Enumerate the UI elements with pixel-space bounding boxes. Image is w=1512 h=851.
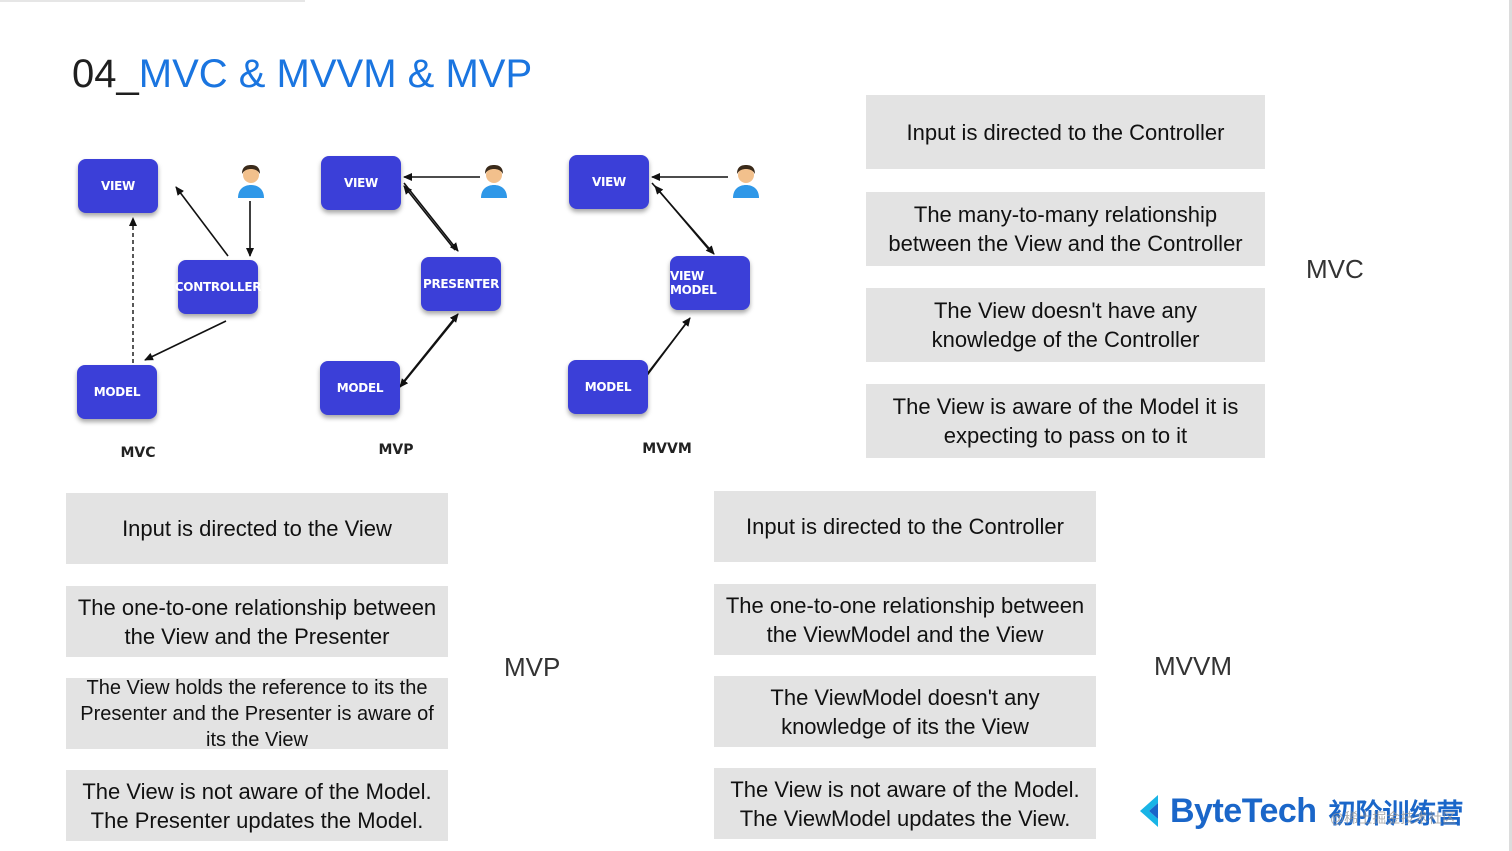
- bytetech-logo-icon: [1140, 795, 1158, 827]
- mvvm-point-1: Input is directed to the Controller: [714, 491, 1096, 562]
- mvc-point-3: The View doesn't have any knowledge of th…: [866, 288, 1265, 362]
- mvvm-view-node: VIEW: [569, 155, 649, 209]
- mvvm-point-2-line-2: the ViewModel and the View: [766, 621, 1044, 647]
- mvp-arrow-model-to-presenter: [399, 313, 459, 387]
- mvc-point-4: The View is aware of the Model it is expe…: [866, 384, 1265, 458]
- mvvm-point-3-line-1: The ViewModel doesn't any: [770, 684, 1040, 710]
- mvc-point-3-line-2: knowledge of the Controller: [931, 327, 1200, 352]
- brand-subtitle: 初阶训练营: [1328, 798, 1464, 830]
- mvp-arrow-presenter-to-view: [403, 185, 456, 251]
- right-edge: [1509, 0, 1512, 851]
- mvvm-viewmodel-node: VIEW MODEL: [670, 256, 750, 310]
- mvvm-point-3: The ViewModel doesn't any knowledge of it…: [714, 676, 1096, 747]
- mvvm-point-4-line-2: The ViewModel updates the View.: [739, 805, 1071, 831]
- mvvm-user-icon: [733, 165, 759, 198]
- title-prefix: 04_: [72, 52, 139, 96]
- mvp-point-4: The View is not aware of the Model. The P…: [66, 770, 448, 841]
- mvc-group-label: MVC: [1306, 254, 1364, 284]
- watermark: @稀土掘金技术社区: [1330, 810, 1457, 826]
- mvc-point-2-line-1: The many-to-many relationship: [913, 202, 1218, 227]
- mvp-diagram-label: MVP: [378, 442, 414, 458]
- mvvm-point-1-line-1: Input is directed to the Controller: [746, 514, 1064, 539]
- mvc-arrow-controller-to-view: [175, 186, 229, 257]
- mvc-controller-node: CONTROLLER: [175, 260, 262, 314]
- brand-name: ByteTech: [1170, 791, 1317, 830]
- mvc-arrow-controller-to-model: [144, 320, 227, 361]
- mvc-point-1: Input is directed to the Controller: [866, 95, 1265, 169]
- mvc-model-node: MODEL: [77, 365, 157, 419]
- bytetech-brand: ByteTech 初阶训练营: [1136, 786, 1464, 836]
- mvp-presenter-node: PRESENTER: [421, 257, 501, 311]
- mvp-user-icon: [481, 165, 507, 198]
- mvvm-model-node: MODEL: [568, 360, 648, 414]
- mvc-point-2: The many-to-many relationship between the…: [866, 192, 1265, 266]
- mvp-point-2-line-2: the View and the Presenter: [124, 623, 390, 649]
- mvp-arrow-presenter-to-model: [399, 317, 457, 388]
- mvvm-point-4: The View is not aware of the Model. The V…: [714, 768, 1096, 839]
- mvp-view-node: VIEW: [321, 156, 401, 210]
- mvp-model-node: MODEL: [320, 361, 400, 415]
- mvp-point-4-line-2: The Presenter updates the Model.: [90, 807, 424, 833]
- mvc-point-1-line-1: Input is directed to the Controller: [906, 119, 1225, 145]
- mvvm-point-4-line-1: The View is not aware of the Model.: [730, 776, 1080, 802]
- mvvm-point-3-line-2: knowledge of its the View: [781, 713, 1029, 739]
- mvp-point-2: The one-to-one relationship between the V…: [66, 586, 448, 657]
- mvp-point-2-line-1: The one-to-one relationship between: [77, 594, 437, 620]
- mvc-point-4-line-2: expecting to pass on to it: [943, 423, 1188, 448]
- mvvm-arrow-viewmodel-to-view: [654, 185, 712, 253]
- mvvm-arrow-view-to-viewmodel: [651, 182, 715, 255]
- mvc-point-2-line-2: between the View and the Controller: [888, 231, 1243, 256]
- mvc-view-node: VIEW: [78, 159, 158, 213]
- mvp-point-3-line-1: The View holds the reference to its the: [86, 676, 428, 699]
- mvvm-point-2-line-1: The one-to-one relationship between: [725, 592, 1085, 618]
- title-main: MVC & MVVM & MVP: [138, 52, 533, 96]
- top-bar: [0, 0, 305, 2]
- mvp-point-1-line-1: Input is directed to the View: [122, 516, 392, 541]
- mvp-point-4-line-1: The View is not aware of the Model.: [82, 778, 432, 804]
- mvp-arrow-view-to-presenter: [403, 182, 459, 252]
- mvp-group-label: MVP: [504, 652, 561, 682]
- mvvm-group-label: MVVM: [1154, 651, 1232, 681]
- mvc-diagram-label: MVC: [120, 445, 156, 461]
- page-title: 04_MVC & MVVM & MVP: [72, 52, 532, 97]
- mvp-point-1: Input is directed to the View: [66, 493, 448, 564]
- mvp-point-3-line-2: Presenter and the Presenter is aware of: [80, 702, 434, 725]
- mvp-point-3-line-3: its the View: [206, 728, 308, 751]
- mvvm-diagram-label: MVVM: [642, 441, 692, 457]
- mvc-point-3-line-1: The View doesn't have any: [933, 298, 1198, 323]
- mvc-user-icon: [238, 165, 264, 198]
- mvc-point-4-line-1: The View is aware of the Model it is: [892, 394, 1239, 419]
- mvvm-point-2: The one-to-one relationship between the V…: [714, 584, 1096, 655]
